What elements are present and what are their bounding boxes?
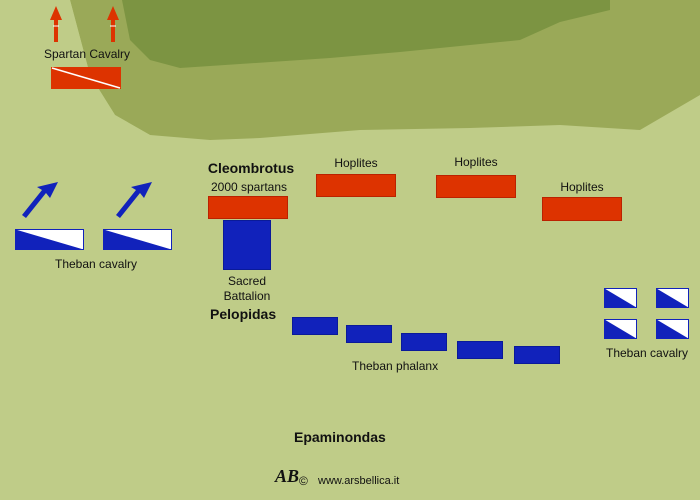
theban-phalanx-label: Theban phalanx xyxy=(352,359,439,373)
phalanx-unit xyxy=(457,341,503,359)
hoplites-label: Hoplites xyxy=(560,180,604,194)
battalion-label: Battalion xyxy=(223,289,271,303)
epaminondas-label: Epaminondas xyxy=(294,429,386,445)
theban-cavalry-unit xyxy=(604,288,637,308)
theban-cavalry-unit xyxy=(656,288,689,308)
hoplites-label: Hoplites xyxy=(334,156,378,170)
theban-cavalry-unit xyxy=(656,319,689,339)
theban-cavalry-unit xyxy=(604,319,637,339)
theban-cavalry-arrow-icon xyxy=(116,182,152,218)
phalanx-unit xyxy=(292,317,338,335)
theban-cavalry-left-label: Theban cavalry xyxy=(55,257,138,271)
theban-cavalry-unit xyxy=(103,229,172,250)
spartan-cavalry-arrow-icon xyxy=(107,6,119,42)
spartans-count-label: 2000 spartans xyxy=(210,180,288,194)
spartan-king-unit xyxy=(208,196,288,219)
hoplites-unit xyxy=(436,175,516,198)
hill-crest xyxy=(122,0,610,68)
theban-cavalry-arrow-icon xyxy=(22,182,58,218)
theban-cavalry-right-label: Theban cavalry xyxy=(606,346,689,360)
spartan-cavalry-stripe xyxy=(51,67,121,89)
phalanx-unit xyxy=(401,333,447,351)
phalanx-unit xyxy=(514,346,560,364)
hoplites-label: Hoplites xyxy=(454,155,498,169)
site-credit: www.arsbellica.it xyxy=(318,475,400,487)
cleombrotus-label: Cleombrotus xyxy=(207,160,295,176)
hoplites-unit xyxy=(316,174,396,197)
pelopidas-label: Pelopidas xyxy=(210,306,277,322)
spartan-cavalry-arrow-icon xyxy=(50,6,62,42)
arsbellica-logo: AB xyxy=(275,466,300,486)
spartan-cavalry-label: Spartan Cavalry xyxy=(44,47,131,61)
phalanx-unit xyxy=(346,325,392,343)
hoplites-unit xyxy=(542,197,622,221)
theban-cavalry-unit xyxy=(15,229,84,250)
copyright-symbol: © xyxy=(299,474,308,488)
sacred-label: Sacred xyxy=(227,274,267,288)
sacred-battalion-unit xyxy=(223,220,271,270)
